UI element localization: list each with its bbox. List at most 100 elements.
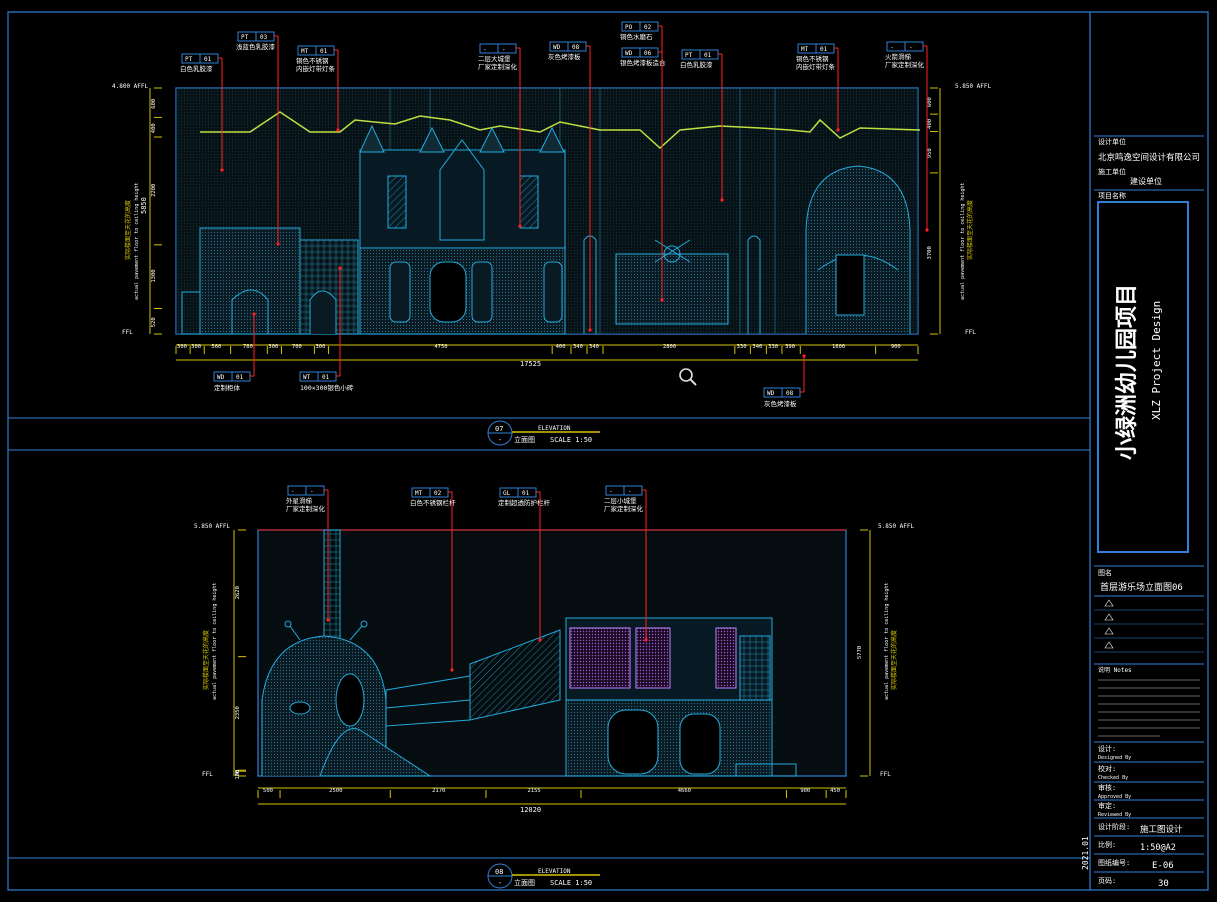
vdim-label: 100 [235,770,241,780]
tag-description: 定制超透防护栏杆 [498,498,551,507]
tag-description: 二层大城堡厂家定制深化 [478,54,518,71]
designer-label: 设计单位 [1098,137,1126,146]
zoom-magnifier-icon[interactable] [678,367,698,387]
dim-label: 900 [800,788,810,794]
page-value: 30 [1158,879,1169,889]
dim-label: 340 [573,344,583,350]
vdim-label: 2350 [235,706,241,719]
vdim-label: 600 [151,99,157,109]
dim-label: 300 [177,344,187,350]
side-text-cn-07: 实际楼面至天花的高度 [124,200,132,260]
page-label: 页码: [1098,877,1116,885]
vdim-label: 3700 [927,246,933,259]
side-text-cn-07-right: 实际楼面至天花的高度 [966,200,974,260]
led-skyline-strip [200,111,921,150]
tag-code: WD [767,390,775,397]
dim-label: 700 [292,344,302,350]
dim-label: 2170 [432,788,445,794]
vdim-label: 2620 [235,586,241,599]
tag-number: - [628,488,632,495]
tag-description: 灰色烤漆板 [548,52,581,61]
tag-number: 08 [572,44,580,51]
drawing-name-label: 图名 [1098,568,1112,577]
tag-code: PT [185,56,193,63]
material-tag: --二层大城堡厂家定制深化 [478,43,522,228]
view-sheet-07: - [498,436,502,444]
sheet-no-value: E-06 [1152,861,1174,871]
scale-value: 1:50@A2 [1140,843,1176,853]
tag-code: WD [625,50,633,57]
dim-label: 330 [768,344,778,350]
side-text-en-07-right: actual pavement floor to ceiling height [960,183,966,300]
side-text-cn-08: 实际楼面至天花的高度 [202,630,210,690]
view-scale-08: SCALE 1:50 [550,879,592,887]
review-en: Reviewed By [1098,812,1131,818]
vdim-label: 400 [151,123,157,133]
dim-label: 560 [211,344,221,350]
tag-description: 铜色水磨石 [620,32,653,41]
review-label: 审定: [1098,801,1116,810]
dim-label: 390 [785,344,795,350]
level-bottom-right-08: FFL [880,771,891,778]
tag-code: MT [415,490,423,497]
vdim-label: 5770 [857,646,863,659]
view-label-en-08: ELEVATION [538,868,571,875]
dim-label: 500 [263,788,273,794]
dim-label: 1600 [832,344,845,350]
dim-label: 300 [191,344,201,350]
tag-code: WD [217,374,225,381]
stage-label: 设计阶段: [1098,822,1130,831]
elevation-07: 17525 4.800 AFFL 5.850 AFFL FFL FFL 5850… [112,21,992,408]
view-label-cn-08: 立面图 [514,878,535,887]
vertical-dims-08-right: 5770 [857,529,868,777]
tag-description: 铜色不锈钢内嵌灯带灯条 [296,56,336,73]
rocket-slide [805,165,911,334]
tag-description: 白色乳胶漆 [180,64,213,73]
construction-label: 施工单位 [1098,167,1126,176]
tag-number: 03 [260,34,268,41]
vdim-label: 1300 [151,269,157,282]
total-dim-07: 17525 [520,360,541,368]
material-tag: --二层小城堡厂家定制深化 [604,485,648,642]
side-text-cn-08-right: 实际楼面至天花的高度 [890,630,898,690]
dim-label: 4660 [678,788,691,794]
total-dim-08: 12020 [520,806,541,814]
tag-code: PO [625,24,633,31]
level-bottom-right-07: FFL [965,329,976,336]
tag-description: 定制柜体 [214,383,241,392]
level-bottom-left-08: FFL [202,771,213,778]
tag-number: 01 [322,374,330,381]
tag-number: 01 [236,374,244,381]
overall-h-07: 5850 [140,197,148,214]
tag-description: 白色乳胶漆 [680,60,713,69]
checked-label: 校对: [1098,764,1116,773]
dim-label: 780 [243,344,253,350]
designed-label: 设计: [1098,744,1116,753]
tag-number: - [310,488,314,495]
tag-code: PT [685,52,693,59]
title-block: 设计单位 北京鸣逸空间设计有限公司 施工单位 建设单位 项目名称 小绿洲幼儿园项… [1081,135,1204,891]
tag-number: 01 [820,46,828,53]
tag-code: PT [241,34,249,41]
tag-description: 白色不锈钢栏杆 [410,498,456,507]
level-bottom-left-07: FFL [122,329,133,336]
tag-number: 01 [522,490,530,497]
tag-description: 铜色不锈钢内嵌灯带灯条 [796,54,836,71]
project-name-en: XLZ Project Design [1150,301,1163,420]
drawing-name: 首层游乐场立面图06 [1100,581,1183,593]
tag-code: GL [503,490,511,497]
side-text-en-08: actual pavement floor to ceiling height [212,583,218,700]
tag-code: - [291,488,295,495]
drawing-date: 2021.01 [1081,836,1090,870]
dim-label: 2155 [527,788,540,794]
dim-label: 330 [737,344,747,350]
material-tag: WD 01 定制柜体 [213,312,256,392]
